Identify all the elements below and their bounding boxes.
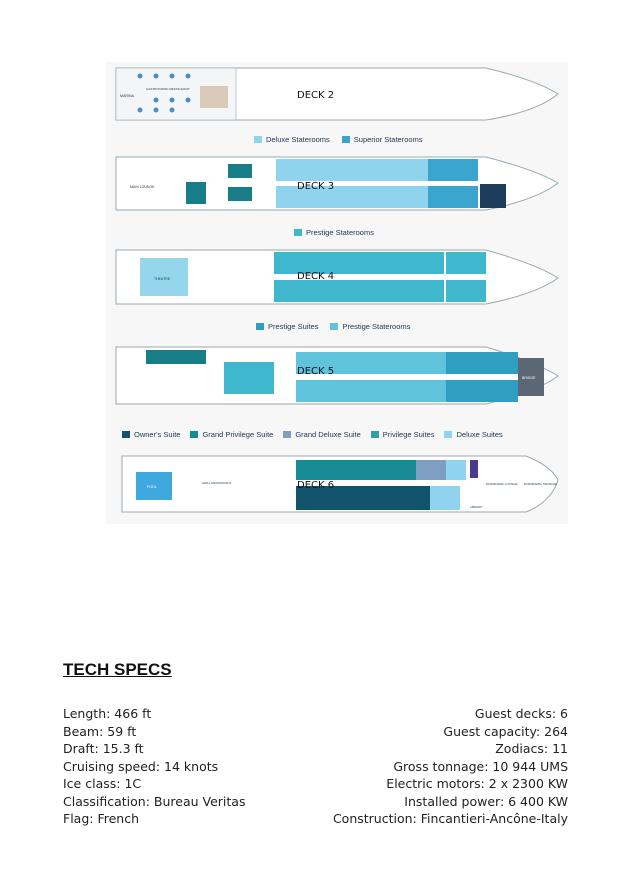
spec-installed-power: Installed power: 6 400 KW [404,794,568,809]
spec-zodiacs: Zodiacs: 11 [495,741,568,756]
legend-swatch [370,431,379,438]
deck-5-label: DECK 5 [297,366,335,377]
legend-swatch [341,136,350,143]
theatre-label: THEATRE [154,277,171,281]
legend-label: Prestige Staterooms [342,322,411,331]
spec-construction: Construction: Fincantieri-Ancône-Italy [332,811,568,826]
spec-electric-motors: Electric motors: 2 x 2300 KW [386,776,568,791]
deck-plan: MARINA GASTRONOMIC RESTAURANT MAIN LOUNG… [106,62,568,524]
legend-label: Deluxe Staterooms [266,135,330,144]
main-lounge-label: MAIN LOUNGE [130,185,155,189]
spec-flag: Flag: French [63,811,139,826]
spec-classification: Classification: Bureau Veritas [63,794,246,809]
deck-3-label: DECK 3 [297,181,335,192]
marina-label: MARINA [120,94,135,98]
legend-deck4: Prestige Staterooms [294,228,374,237]
gastronomic-label: GASTRONOMIC RESTAURANT [146,87,190,91]
spec-cruising-speed: Cruising speed: 14 knots [63,759,219,774]
legend-swatch [444,431,453,438]
grill-label: GRILL RESTAURANT [202,481,232,485]
spec-ice-class: Ice class: 1C [63,776,142,791]
deck-6-label: DECK 6 [297,480,335,491]
legend-deck6: Owner's Suite Grand Privilege Suite Gran… [122,430,503,439]
legend-swatch [330,323,339,330]
spec-beam: Beam: 59 ft [63,724,137,739]
legend-label: Prestige Staterooms [306,228,374,237]
pool-label: POOL [147,485,157,489]
legend-swatch [190,431,199,438]
spec-gross-tonnage: Gross tonnage: 10 944 UMS [393,759,568,774]
panoramic-terrace-label: PANORAMIC TERRACE [524,482,557,486]
spec-guest-decks: Guest decks: 6 [474,706,568,721]
deck2-tables [137,73,191,113]
legend-swatch [294,229,302,236]
legend-label: Owner's Suite [134,430,181,439]
deck-plan-drawing: MARINA GASTRONOMIC RESTAURANT MAIN LOUNG… [115,67,559,513]
legend-label: Privilege Suites [382,430,435,439]
legend-swatch [283,431,292,438]
legend-label: Superior Staterooms [353,135,423,144]
library-label: LIBRARY [470,505,483,509]
spec-guest-capacity: Guest capacity: 264 [443,724,568,739]
deck-2-label: DECK 2 [297,90,335,101]
legend-swatch [122,431,130,438]
legend-deck5: Prestige Suites Prestige Staterooms [256,322,410,331]
legend-swatch [256,323,264,330]
bridge-label: BRIDGE [522,376,536,380]
legend-label: Grand Deluxe Suite [295,430,361,439]
spec-length: Length: 466 ft [63,706,152,721]
legend-label: Deluxe Suites [456,430,503,439]
legend-label: Grand Privilege Suite [202,430,274,439]
legend-label: Prestige Suites [268,322,319,331]
spec-draft: Draft: 15.3 ft [63,741,144,756]
tech-specs-title: TECH SPECS [63,660,172,679]
panoramic-lounge-label: PANORAMIC LOUNGE [486,482,517,486]
legend-swatch [254,136,262,143]
legend-deck3: Deluxe Staterooms Superior Staterooms [254,135,423,144]
deck-4-label: DECK 4 [297,271,335,282]
